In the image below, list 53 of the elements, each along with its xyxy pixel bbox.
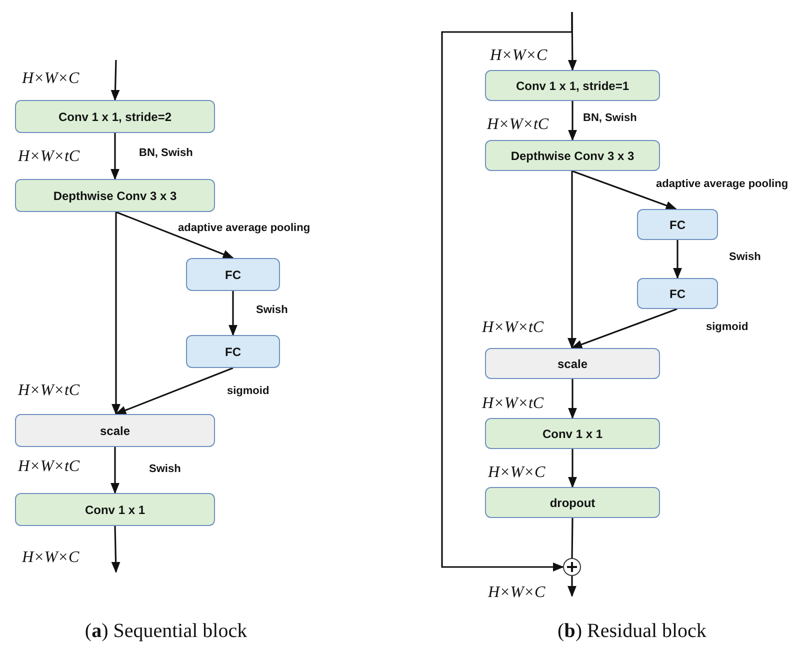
process-box: FC <box>186 258 280 291</box>
arrow <box>110 133 120 180</box>
arrow <box>114 367 234 415</box>
arrow <box>441 12 573 572</box>
edge-label: adaptive average pooling <box>177 222 312 234</box>
arrow <box>116 211 234 259</box>
arrow <box>112 212 120 416</box>
process-box: FC <box>186 335 280 368</box>
figure-caption: (a) Sequential block <box>84 620 248 643</box>
process-box: dropout <box>485 487 660 518</box>
arrow <box>110 60 120 102</box>
figure-caption: (b) Residual block <box>558 620 706 643</box>
process-box: Conv 1 x 1 <box>15 493 215 526</box>
tensor-shape-label: H×W×tC <box>482 395 544 413</box>
edge-label: Swish <box>148 463 182 475</box>
edge-label: BN, Swish <box>582 112 638 124</box>
process-box: Depthwise Conv 3 x 3 <box>15 179 215 212</box>
tensor-shape-label: H×W×tC <box>18 148 80 166</box>
edge-label: adaptive average pooling <box>655 178 790 190</box>
tensor-shape-label: H×W×C <box>22 70 80 88</box>
process-box: FC <box>637 209 718 240</box>
edge-label: BN, Swish <box>138 147 194 159</box>
process-box: Conv 1 x 1, stride=2 <box>15 100 215 133</box>
arrow <box>568 101 577 142</box>
arrow <box>568 171 576 350</box>
edge-label: Swish <box>728 251 762 263</box>
arrow <box>572 170 678 210</box>
arrow <box>673 240 682 280</box>
process-box: Conv 1 x 1, stride=1 <box>485 70 660 101</box>
edge-label: sigmoid <box>705 321 750 333</box>
edge-label: sigmoid <box>226 385 270 397</box>
tensor-shape-label: H×W×C <box>22 549 80 567</box>
tensor-shape-label: H×W×tC <box>482 319 544 337</box>
process-box: scale <box>485 348 660 379</box>
arrow <box>228 291 238 336</box>
tensor-shape-label: H×W×C <box>490 47 548 65</box>
process-box: Depthwise Conv 3 x 3 <box>485 140 660 171</box>
process-box: scale <box>15 414 215 447</box>
tensor-shape-label: H×W×tC <box>487 116 549 134</box>
arrow <box>568 379 577 420</box>
arrow <box>568 576 576 598</box>
tensor-shape-label: H×W×C <box>488 584 546 602</box>
arrow <box>110 447 120 494</box>
tensor-shape-label: H×W×C <box>488 464 546 482</box>
process-box: FC <box>637 278 718 309</box>
tensor-shape-label: H×W×tC <box>18 458 80 476</box>
arrow <box>570 308 678 349</box>
arrow <box>568 449 577 488</box>
edge-label: Swish <box>255 304 289 316</box>
tensor-shape-label: H×W×tC <box>18 382 80 400</box>
addition-circle <box>563 558 581 576</box>
process-box: Conv 1 x 1 <box>485 418 660 449</box>
arrow <box>111 526 120 574</box>
